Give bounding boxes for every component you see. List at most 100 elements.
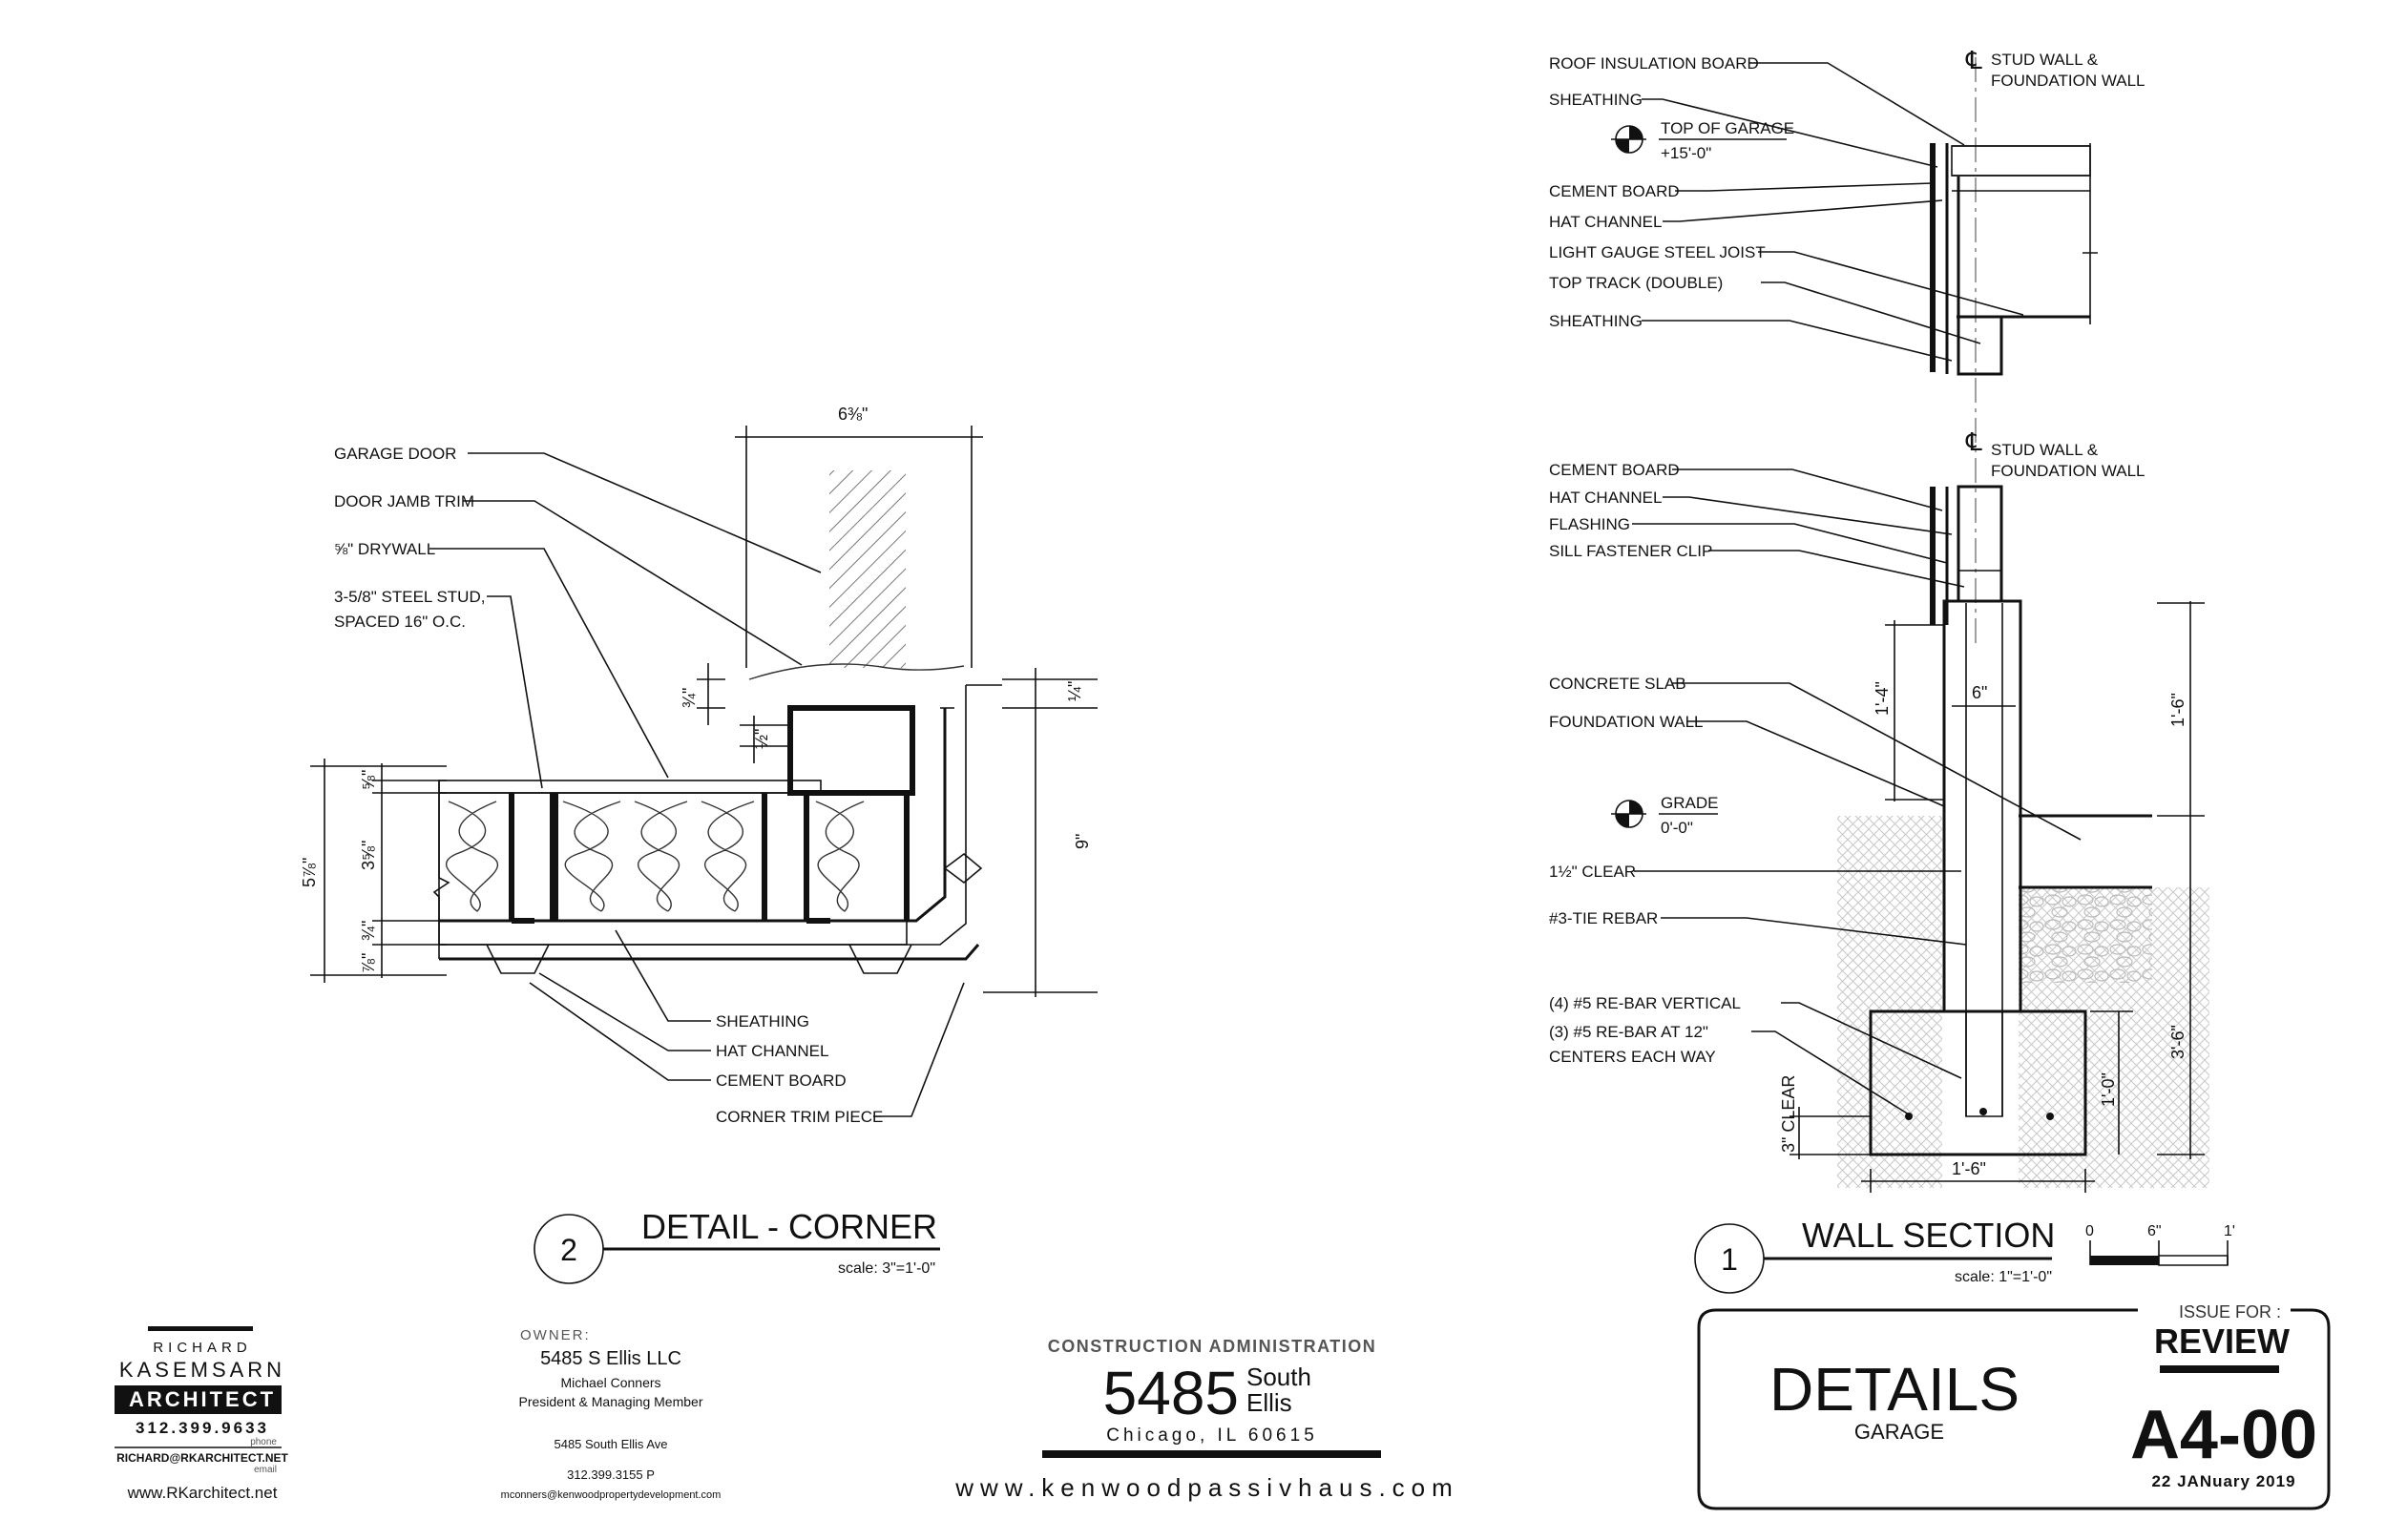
svg-text:#3-TIE REBAR: #3-TIE REBAR <box>1549 909 1658 927</box>
sheet-subtitle: GARAGE <box>1854 1420 1944 1444</box>
centerline-symbol-top: ℄ <box>1965 46 1982 74</box>
roof-insulation-board <box>1951 145 2091 177</box>
svg-text:SHEATHING: SHEATHING <box>1549 91 1643 109</box>
upper-callouts: ROOF INSULATION BOARD SHEATHING CEMENT B… <box>1549 54 2024 362</box>
svg-text:0'-0": 0'-0" <box>1661 819 1693 837</box>
project-website[interactable]: www.kenwoodpassivhaus.com <box>954 1473 1459 1502</box>
dim-one-six-right: 1'-6" <box>2168 693 2187 727</box>
detail-corner-scale: scale: 3"=1'-0" <box>838 1260 935 1277</box>
centerline-symbol-lower: ℄ <box>1965 427 1982 456</box>
svg-text:0: 0 <box>2085 1223 2094 1239</box>
wall-section-title: WALL SECTION <box>1802 1216 2055 1255</box>
svg-text:SILL FASTENER CLIP: SILL FASTENER CLIP <box>1549 542 1712 560</box>
svg-text:LIGHT GAUGE STEEL JOIST: LIGHT GAUGE STEEL JOIST <box>1549 243 1766 261</box>
svg-text:HAT CHANNEL: HAT CHANNEL <box>1549 489 1662 507</box>
architect-email-caption: email <box>254 1465 277 1475</box>
sheet-date: 22 JANuary 2019 <box>2151 1472 2295 1490</box>
garage-door-hatch <box>829 470 906 668</box>
owner-company: 5485 S Ellis LLC <box>540 1348 681 1369</box>
dim-five-eighths: ⅝" <box>359 770 378 790</box>
callout-corner-trim: CORNER TRIM PIECE <box>716 1108 883 1126</box>
issue-for-label: ISSUE FOR : <box>2179 1302 2281 1321</box>
svg-text:+15'-0": +15'-0" <box>1661 144 1711 162</box>
wall-section-scale: scale: 1"=1'-0" <box>1955 1269 2052 1285</box>
door-jamb-box <box>787 705 915 796</box>
svg-text:TOP TRACK (DOUBLE): TOP TRACK (DOUBLE) <box>1549 274 1723 292</box>
dim-top-width: 6⅜" <box>838 405 868 424</box>
owner-email[interactable]: mconners@kenwoodpropertydevelopment.com <box>501 1489 722 1501</box>
architect-last-name: KASEMSARN <box>119 1358 285 1382</box>
detail-corner: GARAGE DOOR DOOR JAMB TRIM ⅝" DRYWALL 3-… <box>300 405 1098 1284</box>
svg-text:CENTERS EACH WAY: CENTERS EACH WAY <box>1549 1048 1716 1066</box>
top-track <box>1957 315 2003 376</box>
owner-phone: 312.399.3155 P <box>567 1467 655 1482</box>
batt-insulation <box>446 801 865 912</box>
issue-type-underline <box>2160 1365 2279 1373</box>
drywall-layer <box>438 780 822 794</box>
grade-marker: GRADE 0'-0" <box>1611 794 1718 837</box>
dim-one-four: 1'-4" <box>1873 681 1892 716</box>
svg-text:(4) #5 RE-BAR VERTICAL: (4) #5 RE-BAR VERTICAL <box>1549 994 1741 1012</box>
project-number: 5485 <box>1103 1359 1239 1427</box>
detail-number: 2 <box>560 1233 577 1267</box>
dim-three-five-eighths: 3⅝" <box>359 841 378 870</box>
lower-callouts: CEMENT BOARD HAT CHANNEL FLASHING SILL F… <box>1549 461 2082 1115</box>
svg-text:1': 1' <box>2224 1223 2235 1239</box>
gravel-bed <box>2019 887 2152 983</box>
project-city: Chicago, IL 60615 <box>1106 1426 1318 1446</box>
architect-block: RICHARD KASEMSARN ARCHITECT 312.399.9633… <box>115 1326 289 1502</box>
sheet-title: DETAILS <box>1769 1355 2020 1424</box>
owner-role: President & Managing Member <box>519 1394 703 1409</box>
project-phase: CONSTRUCTION ADMINISTRATION <box>1048 1337 1376 1356</box>
dim-seven-eighths: ⅞" <box>359 953 378 973</box>
owner-address: 5485 South Ellis Ave <box>554 1437 667 1451</box>
architect-firm: ARCHITECT <box>129 1387 276 1411</box>
architect-email: RICHARD@RKARCHITECT.NET <box>116 1451 288 1465</box>
svg-text:FOUNDATION WALL: FOUNDATION WALL <box>1549 713 1704 731</box>
dim-jamb-half: ½" <box>752 729 771 749</box>
lower-stud-wall <box>1957 485 2003 603</box>
callout-sheathing: SHEATHING <box>716 1012 809 1030</box>
svg-text:HAT CHANNEL: HAT CHANNEL <box>1549 213 1662 231</box>
centerline-label-top-2: FOUNDATION WALL <box>1991 72 2145 90</box>
dim-three-six: 3'-6" <box>2168 1025 2187 1059</box>
svg-text:CEMENT BOARD: CEMENT BOARD <box>1549 182 1680 200</box>
svg-text:CEMENT BOARD: CEMENT BOARD <box>1549 461 1680 479</box>
callout-drywall: ⅝" DRYWALL <box>334 540 435 558</box>
centerline-label-lower-1: STUD WALL & <box>1991 441 2099 459</box>
dim-total-wall: 5⅞" <box>300 858 319 887</box>
detail-corner-title: DETAIL - CORNER <box>641 1207 937 1246</box>
svg-text:1½" CLEAR: 1½" CLEAR <box>1549 863 1636 881</box>
callout-hat-channel: HAT CHANNEL <box>716 1042 828 1060</box>
dim-jamb-three-quarters: ¾" <box>680 688 699 708</box>
svg-text:(3) #5 RE-BAR AT 12": (3) #5 RE-BAR AT 12" <box>1549 1023 1708 1041</box>
project-block: CONSTRUCTION ADMINISTRATION 5485 South E… <box>954 1337 1459 1502</box>
owner-caption: OWNER: <box>520 1327 591 1343</box>
dim-right-nine: 9" <box>1073 834 1092 849</box>
architect-phone-caption: phone <box>250 1437 277 1447</box>
svg-text:CONCRETE SLAB: CONCRETE SLAB <box>1549 675 1686 693</box>
dim-right-quarter: ¼" <box>1065 681 1084 701</box>
project-street-1: South <box>1246 1363 1311 1391</box>
architect-first-name: RICHARD <box>153 1340 251 1356</box>
callout-garage-door: GARAGE DOOR <box>334 445 456 463</box>
earth-left <box>1837 816 1942 1188</box>
sheet-number: A4-00 <box>2130 1397 2317 1473</box>
callout-steel-stud-1: 3-5/8" STEEL STUD, <box>334 588 485 606</box>
architect-website[interactable]: www.RKarchitect.net <box>127 1484 278 1502</box>
sheet-title-block: ISSUE FOR : REVIEW DETAILS GARAGE A4-00 … <box>1697 1302 2331 1510</box>
wall-section: ℄ STUD WALL & FOUNDATION WALL TOP OF GAR… <box>1549 46 2235 1294</box>
svg-text:ROOF INSULATION BOARD: ROOF INSULATION BOARD <box>1549 54 1759 73</box>
svg-text:GRADE: GRADE <box>1661 794 1718 812</box>
dim-clear: 3" CLEAR <box>1779 1075 1798 1153</box>
svg-text:TOP OF GARAGE: TOP OF GARAGE <box>1661 119 1794 137</box>
svg-text:6": 6" <box>2147 1223 2162 1239</box>
owner-block: OWNER: 5485 S Ellis LLC Michael Conners … <box>501 1327 722 1501</box>
centerline-label-top-1: STUD WALL & <box>1991 51 2099 69</box>
foundation-wall <box>1942 599 2022 1013</box>
callout-cement-board: CEMENT BOARD <box>716 1072 847 1090</box>
centerline-label-lower-2: FOUNDATION WALL <box>1991 462 2145 480</box>
callout-door-jamb-trim: DOOR JAMB TRIM <box>334 492 474 510</box>
project-street-2: Ellis <box>1246 1388 1292 1417</box>
